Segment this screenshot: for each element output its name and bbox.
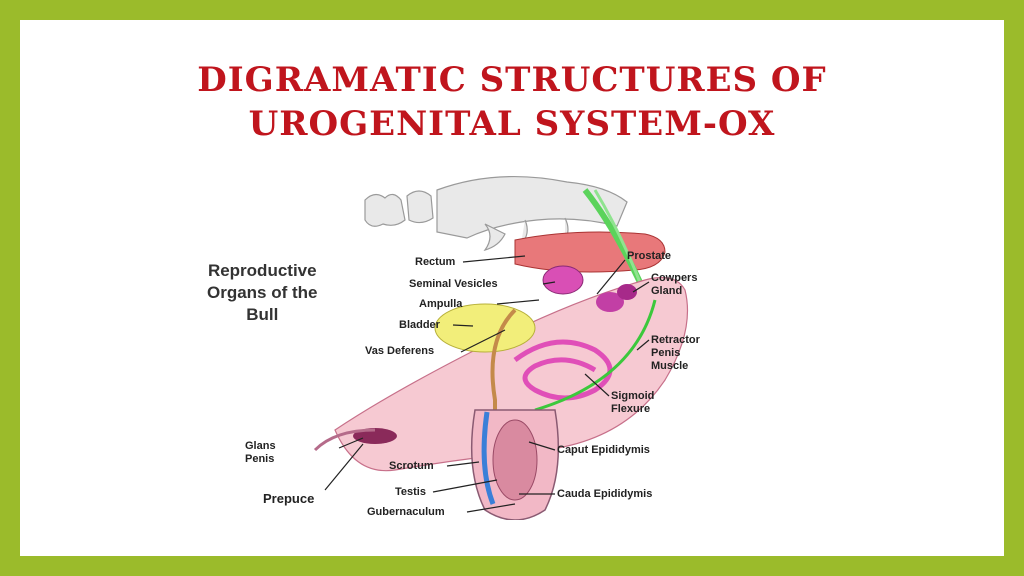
label-testis: Testis (395, 486, 426, 498)
slide-title: Digramatic structures of urogenital syst… (20, 58, 1004, 146)
diagram-heading-line-2: Organs of the (207, 283, 318, 302)
label-glans-penis: Glans Penis (245, 440, 276, 465)
title-line-1: Digramatic structures of (197, 60, 827, 100)
label-gubernaculum: Gubernaculum (367, 506, 445, 518)
testis-shape (492, 419, 538, 501)
leader-lines (324, 255, 650, 513)
prostate-shape (596, 292, 624, 312)
label-sigmoid-flexure: Sigmoid Flexure (611, 390, 655, 415)
label-ampulla: Ampulla (419, 298, 463, 310)
label-vas-deferens: Vas Deferens (365, 345, 435, 357)
label-cauda-epididymis: Cauda Epididymis (557, 488, 653, 500)
label-retractor-penis-muscle: Retractor Penis Muscle (651, 334, 700, 372)
label-rectum: Rectum (415, 256, 456, 268)
cowpers-gland-shape (617, 284, 637, 300)
diagram-heading-line-1: Reproductive (207, 261, 317, 280)
label-cowpers-gland: Cowpers Gland (651, 272, 698, 297)
diagram-heading-line-3: Bull (246, 305, 279, 324)
label-prepuce: Prepuce (263, 491, 315, 506)
label-scrotum: Scrotum (389, 460, 434, 472)
retractor-muscle-shape (534, 299, 657, 412)
seminal-vesicles-shape (542, 265, 584, 295)
title-line-2: urogenital system-ox (248, 104, 776, 144)
bull-reproductive-diagram: Reproductive Organs of the Bull Rectum S… (185, 160, 745, 520)
vas-deferens-shape (490, 308, 517, 480)
prepuce-shape (313, 428, 376, 452)
anatomy-illustration (313, 175, 689, 520)
label-caput-epididymis: Caput Epididymis (557, 444, 650, 456)
glans-penis-shape (353, 428, 397, 444)
bladder-shape (434, 303, 536, 353)
label-prostate: Prostate (627, 250, 672, 262)
diagram-heading: Reproductive Organs of the Bull (207, 260, 318, 326)
label-seminal-vesicles: Seminal Vesicles (409, 278, 498, 290)
label-bladder: Bladder (399, 319, 440, 331)
